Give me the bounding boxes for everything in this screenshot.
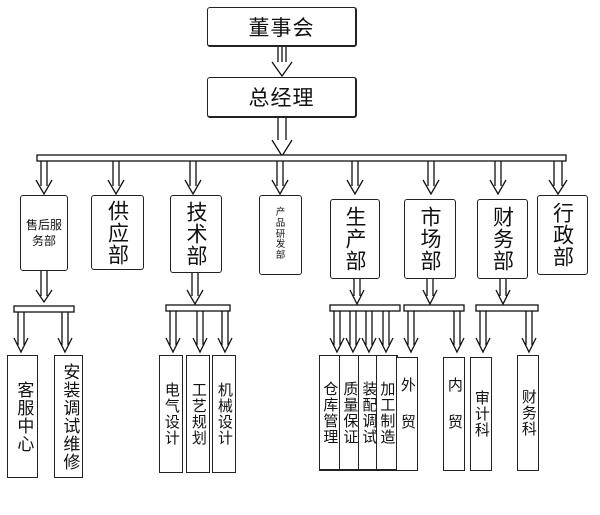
dept-tech-node: 技术部: [170, 195, 222, 273]
sub-assembly-debug-label: 装配调试: [360, 380, 379, 445]
dept-after-sales-label: 售后服务部: [25, 217, 62, 248]
sub-domestic-trade-node: 内贸: [443, 357, 465, 471]
sub-mechanical-design-node: 机械设计: [212, 355, 236, 473]
dept-admin-label: 行政部: [550, 202, 575, 268]
general-manager-node: 总经理: [207, 77, 357, 118]
sub-machining-mfg-node: 加工制造: [376, 355, 398, 471]
sub-machining-mfg-label: 加工制造: [378, 380, 397, 445]
sub-customer-service-label: 客服中心: [13, 380, 34, 453]
sub-audit-dept-label: 审计科: [472, 390, 491, 438]
sub-mechanical-design-label: 机械设计: [215, 382, 234, 446]
dept-market-label: 市场部: [418, 206, 443, 272]
board-label: 董事会: [248, 15, 315, 40]
dept-rnd-node: 产品研发部: [259, 195, 302, 275]
dept-production-node: 生产部: [330, 199, 380, 279]
dept-tech-label: 技术部: [184, 201, 209, 267]
dept-finance-label: 财务部: [490, 206, 515, 272]
sub-domestic-trade-label: 内贸: [445, 377, 464, 451]
market-sub-connectors: [403, 278, 465, 354]
dept-supply-node: 供应部: [91, 195, 144, 270]
sub-finance-dept-node: 财务科: [517, 355, 539, 471]
sub-warehouse-mgmt-label: 仓库管理: [321, 380, 340, 445]
sub-finance-dept-label: 财务科: [519, 389, 538, 437]
sub-customer-service-node: 客服中心: [7, 355, 38, 478]
sub-quality-assurance-label: 质量保证: [341, 380, 360, 445]
production-sub-connectors: [329, 278, 401, 354]
sub-audit-dept-node: 审计科: [470, 357, 492, 471]
finance-sub-connectors: [475, 278, 539, 354]
sub-install-debug-repair-label: 安装调试维修: [59, 362, 80, 471]
sub-electrical-design-node: 电气设计: [159, 355, 183, 473]
dept-production-label: 生产部: [343, 206, 368, 272]
sub-warehouse-mgmt-node: 仓库管理: [319, 355, 341, 471]
dept-market-node: 市场部: [404, 199, 456, 279]
sub-process-planning-label: 工艺规划: [189, 382, 208, 446]
dept-after-sales-node: 售后服务部: [20, 195, 68, 271]
sub-install-debug-repair-node: 安装调试维修: [54, 355, 83, 478]
general-manager-label: 总经理: [248, 86, 315, 110]
dept-finance-node: 财务部: [477, 199, 528, 279]
department-drops: [35, 161, 568, 196]
tech-sub-connectors: [165, 272, 233, 354]
dept-rnd-label: 产品研发部: [275, 206, 286, 262]
board-node: 董事会: [207, 7, 357, 47]
sub-electrical-design-label: 电气设计: [162, 382, 181, 446]
sub-foreign-trade-label: 外贸: [398, 377, 417, 451]
after-sales-sub-connectors: [13, 270, 75, 354]
dept-admin-node: 行政部: [537, 195, 588, 275]
dept-supply-label: 供应部: [105, 199, 130, 266]
sub-foreign-trade-node: 外贸: [396, 357, 418, 471]
sub-process-planning-node: 工艺规划: [186, 355, 210, 473]
main-bus: [36, 154, 567, 162]
